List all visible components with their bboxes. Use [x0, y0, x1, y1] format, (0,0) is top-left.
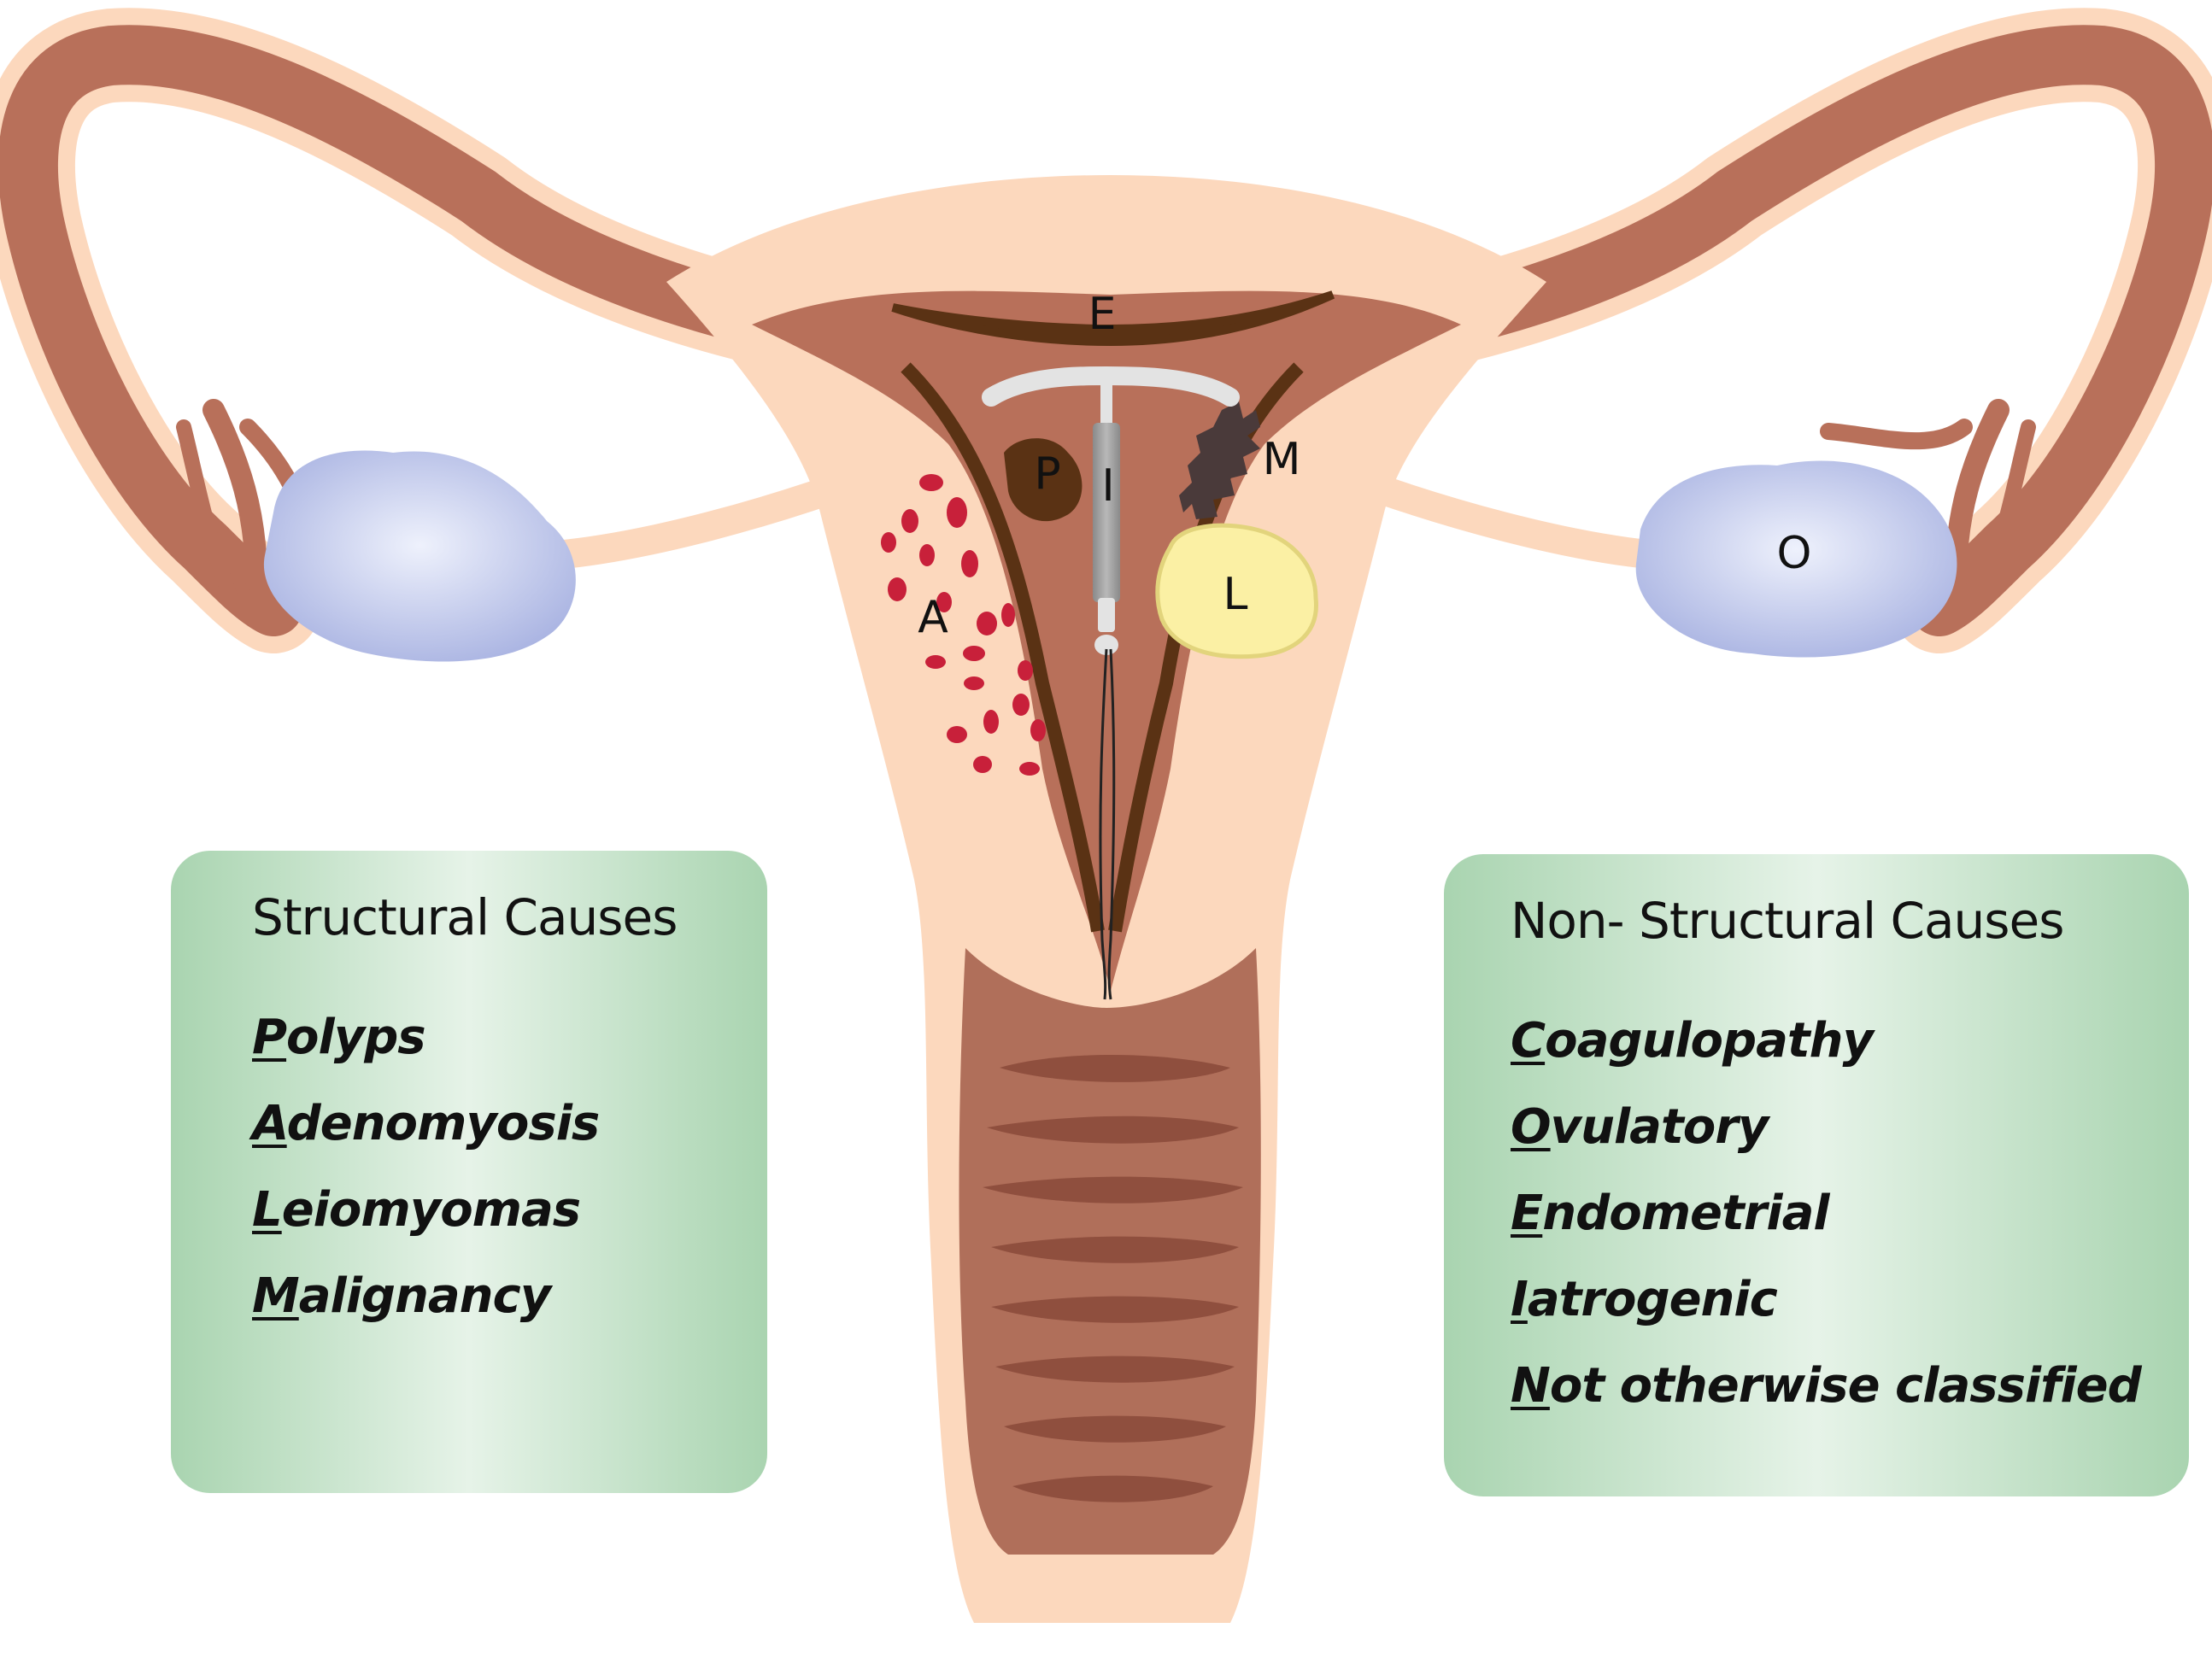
malignancy [1179, 401, 1260, 519]
marker-iatrogenic: I [1101, 460, 1114, 512]
list-item: Coagulopathy [1511, 1013, 1874, 1069]
right-ovary [1635, 460, 1957, 658]
iud [982, 366, 1240, 1000]
polyp [1004, 438, 1083, 522]
list-item: Iatrogenic [1511, 1272, 1778, 1327]
non-structural-causes-list: Coagulopathy Ovulatory Endometrial Iatro… [1511, 998, 2189, 1429]
marker-malignancy: M [1263, 434, 1301, 485]
list-item: Malignancy [252, 1268, 551, 1324]
list-item: Leiomyomas [252, 1182, 581, 1238]
list-item: Not otherwise classified [1511, 1358, 2142, 1414]
structural-causes-panel: Structural Causes Polyps Adenomyosis Lei… [171, 851, 767, 1493]
non-structural-causes-title: Non- Structural Causes [1511, 892, 2064, 950]
leiomyoma [1155, 523, 1318, 659]
fallopian-tubes [0, 8, 2212, 653]
adenomyosis-spots [881, 474, 1046, 776]
marker-leiomyoma: L [1223, 569, 1248, 620]
list-item: Adenomyosis [252, 1096, 600, 1151]
structural-causes-list: Polyps Adenomyosis Leiomyomas Malignancy [252, 994, 767, 1339]
left-ovary [263, 450, 576, 662]
marker-ovulatory: O [1777, 528, 1812, 579]
marker-adenomyosis: A [918, 592, 948, 643]
structural-causes-title: Structural Causes [252, 888, 678, 946]
marker-polyp: P [1034, 448, 1060, 500]
list-item: Ovulatory [1511, 1099, 1769, 1155]
non-structural-causes-panel: Non- Structural Causes Coagulopathy Ovul… [1444, 854, 2189, 1496]
marker-endometrial: E [1088, 289, 1117, 340]
vagina [959, 948, 1261, 1555]
list-item: Polyps [252, 1010, 426, 1065]
list-item: Endometrial [1511, 1186, 1830, 1241]
ovaries [263, 450, 1957, 662]
